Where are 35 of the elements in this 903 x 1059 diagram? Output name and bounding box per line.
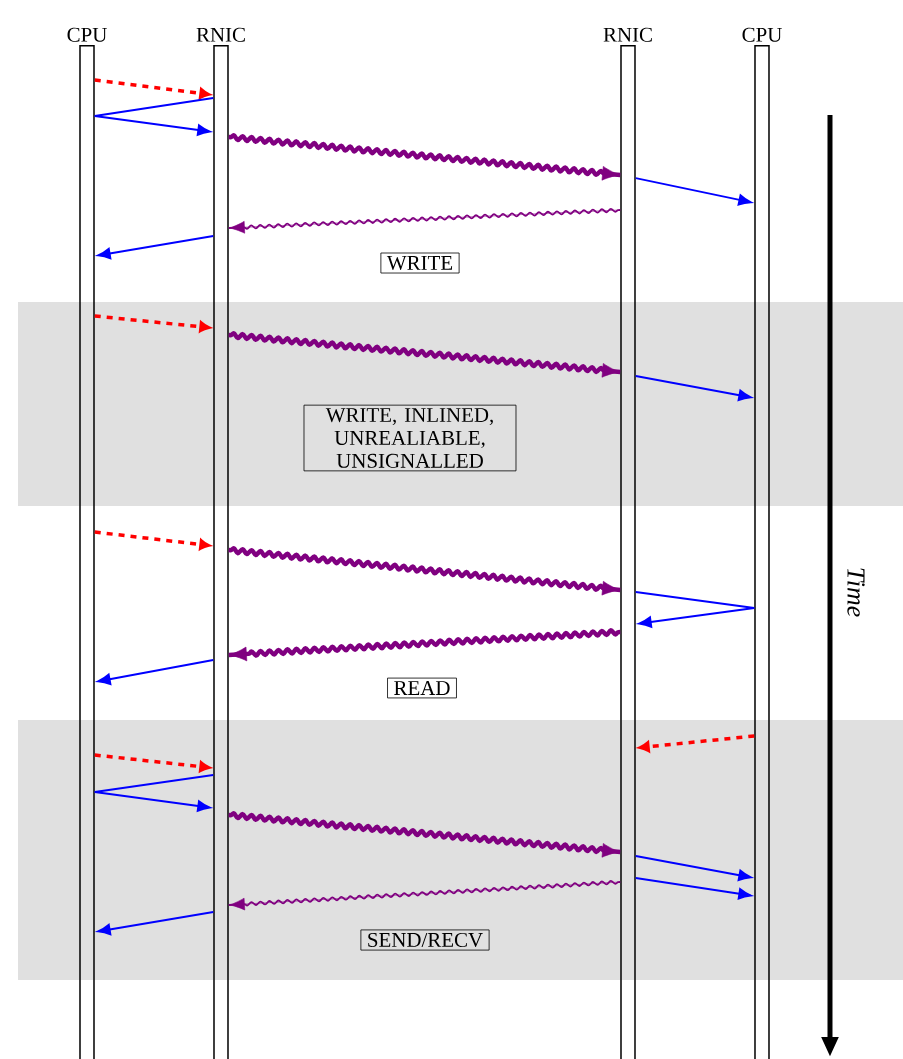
arrow <box>97 911 215 936</box>
arrow <box>94 753 211 773</box>
label-box: SEND/RECV <box>360 929 490 951</box>
node-label: RNIC <box>196 27 245 42</box>
arrow <box>638 607 756 628</box>
arrow <box>97 659 215 685</box>
label-box: READ <box>387 677 457 699</box>
arrow <box>94 530 211 551</box>
arrow <box>227 880 622 911</box>
arrow <box>228 331 621 378</box>
node-label: CPU <box>742 27 782 42</box>
arrow <box>634 177 752 206</box>
arrow <box>634 375 752 401</box>
label-box: WRITE, INLINED, UNREALIABLE, UNSIGNALLED <box>303 404 517 472</box>
arrow <box>93 115 211 136</box>
arrow <box>97 235 215 260</box>
label-box: WRITE <box>380 252 460 274</box>
arrow <box>94 314 211 333</box>
lifeline: RNIC <box>603 27 652 1059</box>
arrow <box>634 855 752 881</box>
arrow <box>228 811 621 858</box>
node-label: CPU <box>67 27 107 42</box>
lifeline: CPU <box>67 27 107 1059</box>
arrow <box>93 791 211 812</box>
arrow <box>94 78 211 99</box>
arrow <box>228 628 622 662</box>
node-label: RNIC <box>603 27 652 42</box>
arrow <box>638 734 755 753</box>
axis-label: Time <box>847 568 865 617</box>
arrow <box>634 877 752 900</box>
lifeline: RNIC <box>196 27 245 1059</box>
lifeline: CPU <box>742 27 782 1059</box>
arrow <box>227 207 622 234</box>
arrow <box>228 546 621 596</box>
arrow <box>228 133 621 181</box>
